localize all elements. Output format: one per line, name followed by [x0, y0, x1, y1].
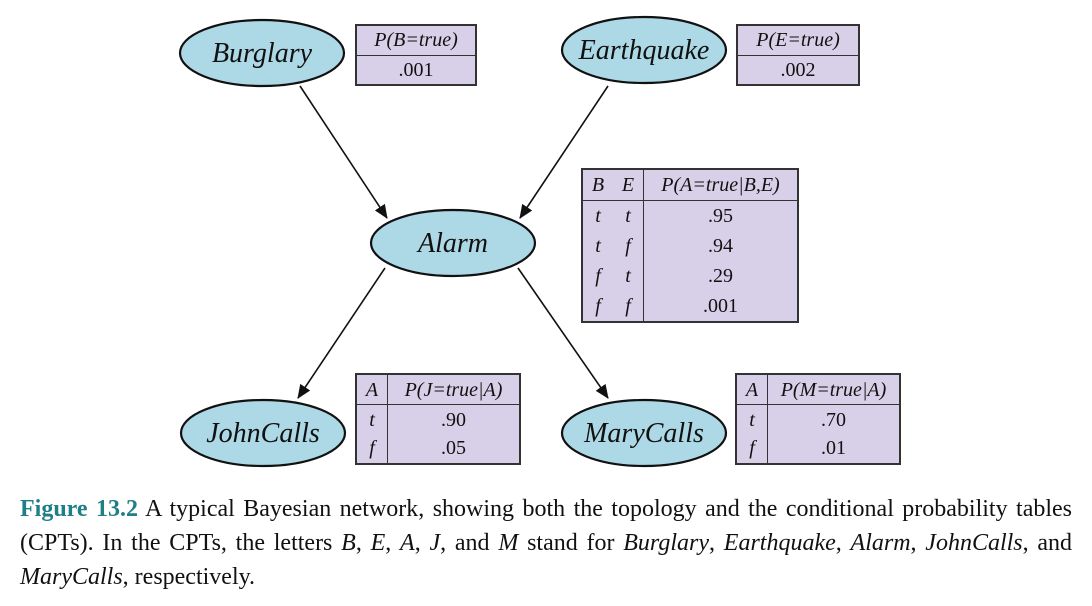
cpt-marycalls-a: f	[749, 437, 755, 460]
node-burglary-label: Burglary	[212, 38, 313, 69]
bayesian-network-diagram: Burglary Earthquake Alarm JohnCalls Mary…	[178, 15, 728, 468]
caption-sep: ,	[709, 530, 724, 556]
node-marycalls[interactable]: MaryCalls	[560, 398, 728, 468]
cpt-johncalls: A P(J=true|A) t .90 f .05	[355, 373, 521, 465]
caption-sep: ,	[414, 530, 430, 556]
node-earthquake-label: Earthquake	[578, 35, 710, 66]
cpt-earthquake-value: .002	[780, 58, 816, 81]
caption-name-alarm: Alarm	[850, 530, 911, 556]
node-alarm-label: Alarm	[416, 228, 488, 259]
edge-burglary-alarm	[299, 85, 388, 219]
caption-text: stand for	[518, 530, 624, 556]
cpt-alarm: B E P(A=true|B,E) t t .95 t f .94 f t .2…	[581, 168, 799, 323]
cpt-burglary-header-row: P(B=true)	[356, 25, 476, 56]
cpt-alarm-e: t	[625, 264, 631, 287]
cpt-alarm-e: t	[625, 205, 631, 228]
cpt-alarm-row: t f .94	[582, 231, 798, 262]
cpt-alarm-b: t	[595, 205, 601, 228]
caption-name-earthquake: Earthquake	[723, 530, 836, 556]
cpt-marycalls-p: .01	[767, 433, 900, 464]
cpt-earthquake-header-row: P(E=true)	[737, 25, 859, 56]
cpt-alarm-p: .29	[643, 261, 798, 291]
node-burglary-shape	[178, 18, 346, 88]
caption-sep: ,	[355, 530, 371, 556]
caption-text: A typical Bayesian network, showing both…	[20, 496, 1073, 556]
cpt-alarm-header-row: B E P(A=true|B,E)	[582, 169, 798, 202]
caption-name-marycalls: MaryCalls	[20, 564, 123, 590]
cpt-alarm-row: t t .95	[582, 200, 798, 232]
cpt-alarm-b: f	[595, 294, 601, 317]
cpt-alarm-header: P(A=true|B,E)	[643, 169, 798, 202]
cpt-earthquake: P(E=true) .002	[736, 24, 860, 86]
cpt-johncalls-row: f .05	[356, 433, 520, 464]
cpt-burglary: P(B=true) .001	[355, 24, 477, 86]
cpt-burglary-header: P(B=true)	[356, 25, 476, 56]
cpt-marycalls-row: f .01	[736, 433, 900, 464]
cpt-alarm-row: f f .001	[582, 290, 798, 322]
caption-var-m: M	[498, 530, 519, 556]
edge-earthquake-alarm	[519, 85, 609, 219]
cpt-alarm-col-b: B	[582, 169, 613, 202]
cpt-johncalls-col-a: A	[356, 374, 388, 406]
cpt-alarm-p: .001	[643, 290, 798, 322]
edge-alarm-marycalls	[517, 267, 609, 399]
caption-text: , respectively.	[122, 564, 256, 590]
cpt-johncalls-a: t	[369, 408, 375, 431]
cpt-marycalls-header: P(M=true|A)	[767, 374, 900, 406]
node-johncalls-label: JohnCalls	[206, 418, 320, 449]
node-alarm[interactable]: Alarm	[369, 208, 537, 278]
caption-sep: , and	[440, 530, 499, 556]
caption-sep: ,	[385, 530, 401, 556]
node-johncalls-shape	[179, 398, 347, 468]
caption-name-burglary: Burglary	[623, 530, 710, 556]
caption-var-e: E	[370, 530, 386, 556]
cpt-johncalls-p: .90	[387, 404, 520, 434]
figure-caption: Figure 13.2 A typical Bayesian network, …	[20, 492, 1072, 594]
node-johncalls[interactable]: JohnCalls	[179, 398, 347, 468]
cpt-marycalls-header-row: A P(M=true|A)	[736, 374, 900, 406]
figure-label: Figure 13.2	[20, 496, 138, 522]
node-alarm-shape	[369, 208, 537, 278]
cpt-alarm-col-e: E	[613, 169, 644, 202]
cpt-alarm-e: f	[625, 294, 631, 317]
caption-name-johncalls: JohnCalls	[925, 530, 1023, 556]
caption-sep: ,	[835, 530, 851, 556]
cpt-alarm-e: f	[625, 235, 631, 258]
node-earthquake-shape	[560, 15, 728, 85]
cpt-marycalls-a: t	[749, 408, 755, 431]
cpt-johncalls-header-row: A P(J=true|A)	[356, 374, 520, 406]
cpt-burglary-row: .001	[356, 55, 476, 85]
cpt-earthquake-row: .002	[737, 55, 859, 85]
cpt-alarm-row: f t .29	[582, 261, 798, 291]
node-earthquake[interactable]: Earthquake	[560, 15, 728, 85]
cpt-alarm-b: t	[595, 235, 601, 258]
cpt-johncalls-header: P(J=true|A)	[387, 374, 520, 406]
cpt-marycalls-col-a: A	[736, 374, 768, 406]
cpt-earthquake-header: P(E=true)	[737, 25, 859, 56]
cpt-marycalls-row: t .70	[736, 404, 900, 434]
node-marycalls-label: MaryCalls	[583, 418, 704, 449]
edge-alarm-johncalls	[297, 267, 386, 399]
cpt-burglary-value: .001	[398, 58, 434, 81]
node-marycalls-shape	[560, 398, 728, 468]
cpt-alarm-b: f	[595, 264, 601, 287]
cpt-marycalls-p: .70	[767, 404, 900, 434]
cpt-johncalls-p: .05	[387, 433, 520, 464]
caption-sep: ,	[910, 530, 926, 556]
caption-var-b: B	[341, 530, 356, 556]
caption-var-j: J	[429, 530, 441, 556]
cpt-johncalls-a: f	[369, 437, 375, 460]
node-burglary[interactable]: Burglary	[178, 18, 346, 88]
cpt-alarm-p: .94	[643, 231, 798, 262]
cpt-alarm-p: .95	[643, 200, 798, 232]
caption-var-a: A	[400, 530, 415, 556]
cpt-marycalls: A P(M=true|A) t .70 f .01	[735, 373, 901, 465]
cpt-johncalls-row: t .90	[356, 404, 520, 434]
caption-sep: , and	[1022, 530, 1073, 556]
